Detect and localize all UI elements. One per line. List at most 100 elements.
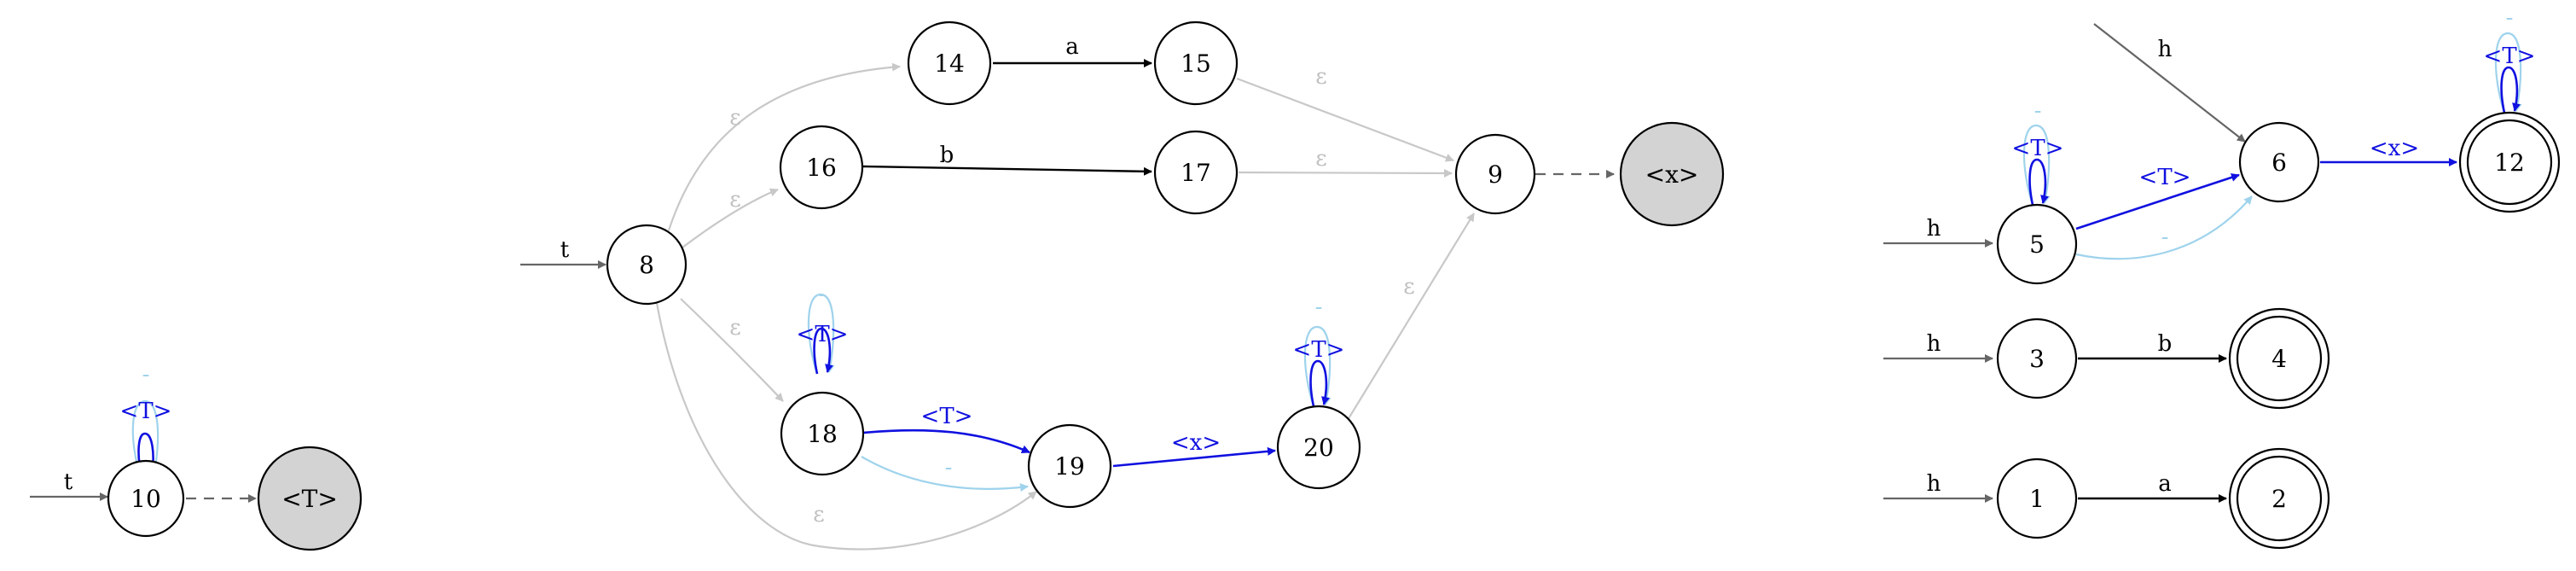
self-loop-20-T [1309, 359, 1330, 407]
edge-label-16-17: b [940, 143, 954, 168]
edge-label-self10-T: <T> [120, 399, 172, 424]
self-loop-12-dash [2494, 32, 2522, 114]
edge-label-self10-dash: - [142, 362, 150, 387]
group-node-10: t - <T> 10 <T> [30, 362, 363, 551]
edge-label-8-14: ε [729, 105, 740, 131]
state-label-15: 15 [1181, 50, 1211, 78]
edge-label-8-16: ε [729, 187, 740, 213]
edge-label-start-8: t [560, 237, 570, 263]
token-label-x: <x> [1645, 160, 1699, 189]
edge-label-18-19-T: <T> [921, 404, 973, 429]
edge-20-9 [1347, 213, 1475, 421]
edge-18-19-dash [861, 456, 1029, 492]
state-node-2 [2236, 455, 2323, 542]
edge-label-start-10: t [64, 469, 73, 495]
state-node-12 [2466, 119, 2553, 206]
state-label-2: 2 [2271, 485, 2287, 513]
state-node-17 [1153, 130, 1239, 215]
edge-label-start-1: h [1927, 471, 1941, 497]
edge-label-start-6: h [2158, 37, 2173, 62]
self-loop-10-T [137, 432, 158, 478]
self-loop-18-dash [807, 293, 835, 375]
edge-label-self20-dash: - [1315, 294, 1323, 320]
self-loop-20-dash [1303, 325, 1332, 407]
edge-15-9 [1236, 77, 1454, 162]
edge-5-6-dash [2075, 195, 2253, 260]
self-loop-12-T [2500, 66, 2521, 114]
state-label-4: 4 [2271, 345, 2287, 373]
edge-8-16 [682, 188, 779, 248]
state-node-3 [1996, 318, 2078, 399]
edge-8-18 [680, 298, 784, 402]
state-label-1: 1 [2029, 485, 2045, 513]
token-node-T [257, 446, 363, 551]
edge-16-17 [862, 165, 1152, 176]
edge-label-6-12: <x> [2370, 136, 2419, 161]
edge-label-8-18: ε [729, 315, 740, 341]
edge-label-start-3: h [1927, 331, 1941, 357]
state-label-6: 6 [2271, 149, 2287, 177]
state-label-8: 8 [639, 251, 654, 279]
self-loop-18-T [813, 327, 833, 375]
state-node-4 [2236, 315, 2323, 402]
state-label-5: 5 [2029, 230, 2045, 259]
edge-label-self5-T: <T> [2012, 136, 2064, 161]
edge-label-3-4: b [2158, 331, 2173, 357]
edge-label-15-9: ε [1315, 64, 1326, 90]
state-node-9 [1454, 133, 1536, 215]
edge-label-self12-T: <T> [2484, 44, 2536, 69]
state-label-17: 17 [1181, 159, 1211, 187]
edge-8-14 [667, 62, 901, 231]
token-node-x [1619, 121, 1725, 227]
group-node-3-4: h b 3 4 [1883, 307, 2330, 410]
group-node-1-2: h a 1 2 [1883, 447, 2330, 550]
self-loop-5-dash [2022, 124, 2051, 206]
state-node-19 [1027, 423, 1112, 509]
edge-label-8-19: ε [813, 502, 824, 527]
edge-8-19 [655, 302, 1037, 551]
edge-label-self5-dash: - [2034, 98, 2042, 124]
state-label-19: 19 [1054, 452, 1085, 481]
state-node-16 [779, 125, 864, 210]
state-node-15 [1153, 20, 1239, 106]
state-node-6 [2238, 121, 2320, 203]
state-label-16: 16 [806, 154, 837, 182]
edge-19-20 [1112, 446, 1276, 468]
edge-5-6-T [2075, 173, 2240, 230]
state-node-10 [107, 459, 185, 538]
state-label-14: 14 [934, 50, 965, 78]
state-label-12: 12 [2494, 149, 2525, 177]
group-node-5-6-12: h h - <T> <T> - <x> - <T> 5 6 12 [1883, 5, 2561, 285]
edge-label-1-2: a [2158, 471, 2172, 497]
edge-label-5-6-dash: - [2161, 224, 2169, 250]
edge-label-5-6-T: <T> [2139, 165, 2191, 190]
self-loop-5-T [2028, 158, 2049, 206]
state-node-5 [1996, 203, 2078, 285]
edge-label-19-20: <x> [1171, 430, 1221, 456]
edge-label-18-19-dash: - [945, 455, 953, 481]
state-label-18: 18 [807, 420, 838, 448]
edge-label-self18-T: <T> [797, 322, 849, 347]
edge-label-14-15: a [1065, 34, 1079, 60]
edge-label-self12-dash: - [2506, 5, 2514, 31]
state-label-20: 20 [1303, 434, 1334, 462]
start-arrow-6 [2093, 23, 2246, 143]
group-node-8: t ε ε ε ε a b ε ε ε - <T> <T> - [520, 20, 1725, 551]
edge-label-self20-T: <T> [1293, 337, 1345, 363]
state-node-18 [780, 391, 865, 476]
edge-17-9 [1238, 168, 1453, 178]
state-label-3: 3 [2029, 345, 2045, 373]
edge-label-20-9: ε [1403, 274, 1414, 300]
edge-label-start-5: h [1927, 216, 1941, 242]
state-label-9: 9 [1488, 160, 1503, 189]
edge-label-self18-dash: - [819, 282, 827, 307]
token-label-T: <T> [281, 485, 338, 513]
edge-18-19-T [862, 428, 1030, 454]
self-loop-10-dash [131, 399, 160, 478]
edge-label-17-9: ε [1315, 146, 1326, 172]
state-node-14 [907, 20, 992, 106]
state-label-10: 10 [131, 485, 161, 513]
state-node-8 [606, 224, 688, 306]
state-node-20 [1276, 405, 1361, 490]
